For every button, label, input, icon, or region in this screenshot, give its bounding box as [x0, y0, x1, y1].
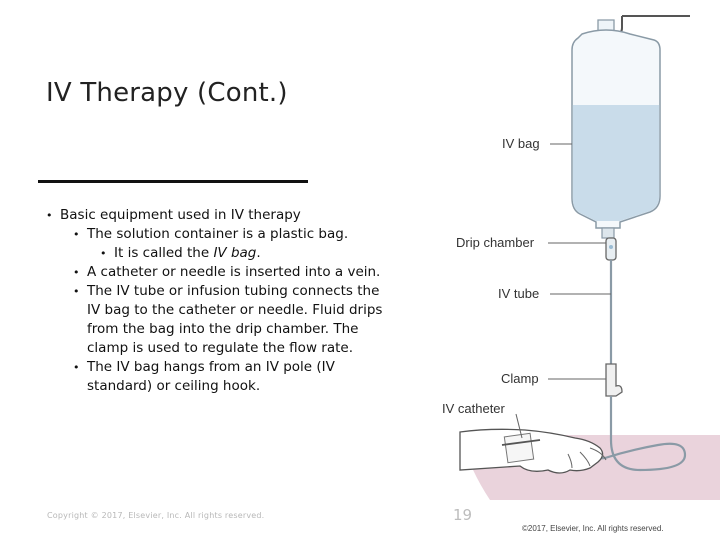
catheter-tape [503, 432, 535, 464]
label-drip-chamber: Drip chamber [456, 235, 535, 250]
bullet-basic-equipment: Basic equipment used in IV therapy [44, 206, 389, 225]
label-clamp: Clamp [501, 371, 539, 386]
roller-clamp [605, 363, 623, 397]
label-iv-bag: IV bag [502, 136, 540, 151]
iv-catheter [501, 439, 541, 446]
bullet-text: It is called the [114, 245, 214, 261]
finger-lines [567, 447, 607, 469]
leader-iv-catheter [515, 413, 523, 439]
bullet-list: Basic equipment used in IV therapy The s… [44, 206, 389, 396]
bag-port [601, 227, 615, 239]
bullet-catheter: A catheter or needle is inserted into a … [44, 263, 389, 282]
title-underline [38, 180, 308, 183]
bullet-solution-container: The solution container is a plastic bag. [44, 225, 389, 244]
footer-copyright: Copyright © 2017, Elsevier, Inc. All rig… [47, 511, 265, 520]
bullet-iv-pole: The IV bag hangs from an IV pole (IV sta… [44, 358, 389, 396]
page-number: 19 [453, 506, 473, 524]
bullet-emphasis: IV bag [213, 245, 257, 261]
label-iv-catheter: IV catheter [442, 401, 506, 416]
iv-setup-figure: IV bag Drip chamber IV tube Clamp IV cat… [442, 15, 720, 533]
label-iv-tube: IV tube [498, 286, 539, 301]
slide-title: IV Therapy (Cont.) [46, 78, 288, 108]
bullet-text-end: . [256, 245, 261, 261]
bullet-iv-bag-name: It is called the IV bag. [44, 244, 389, 263]
iv-fluid [572, 105, 660, 221]
iv-setup-illustration: IV bag Drip chamber IV tube Clamp IV cat… [430, 0, 720, 540]
bullet-iv-tube: The IV tube or infusion tubing connects … [44, 282, 389, 358]
figure-credit: ©2017, Elsevier, Inc. All rights reserve… [522, 524, 664, 533]
bullet-content: Basic equipment used in IV therapy The s… [44, 206, 389, 396]
drip-droplet [609, 245, 613, 249]
